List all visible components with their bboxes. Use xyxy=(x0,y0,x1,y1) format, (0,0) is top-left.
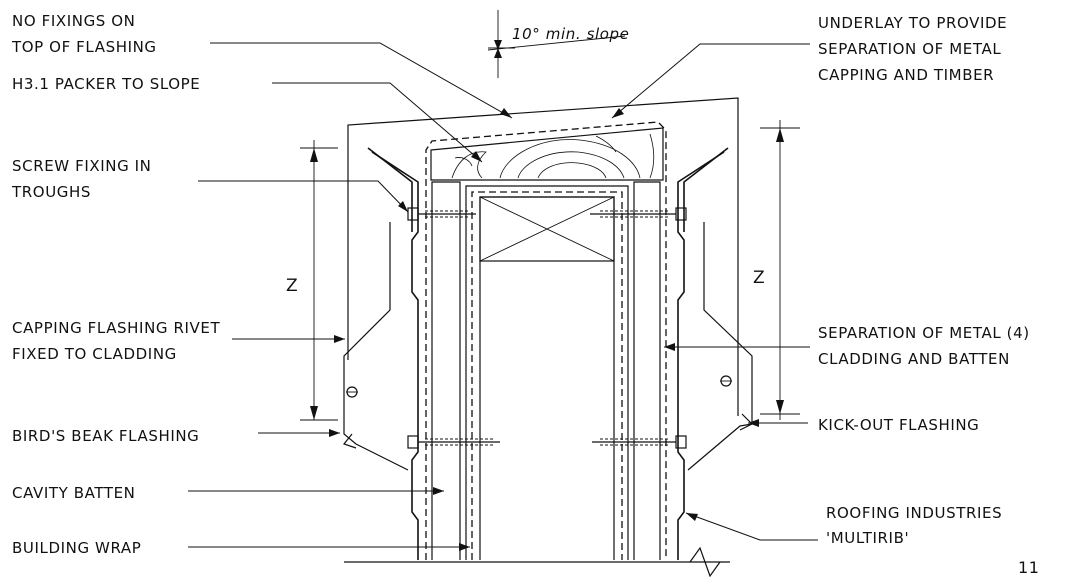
label-no-fixings-line2: TOP OF FLASHING xyxy=(11,38,157,56)
label-roofing-line2: 'MULTIRIB' xyxy=(826,529,909,547)
label-building-wrap: BUILDING WRAP xyxy=(12,539,141,557)
label-underlay-line1: UNDERLAY TO PROVIDE xyxy=(818,14,1007,32)
screw-bottom-left xyxy=(407,435,500,449)
screw-bottom-right xyxy=(592,435,687,449)
leader-packer xyxy=(272,82,483,163)
label-separation-line1: SEPARATION OF METAL (4) xyxy=(818,324,1030,342)
label-packer: H3.1 PACKER TO SLOPE xyxy=(12,75,200,93)
label-no-fixings-line1: NO FIXINGS ON xyxy=(12,12,136,30)
dimension-line-right xyxy=(760,120,800,420)
label-screw-line1: SCREW FIXING IN xyxy=(12,157,152,175)
leader-roofing xyxy=(685,512,818,541)
leader-no-fixings xyxy=(210,42,513,119)
label-capping-line2: FIXED TO CLADDING xyxy=(12,345,177,363)
label-roofing-line1: ROOFING INDUSTRIES xyxy=(826,504,1002,522)
dimension-z-left: Z xyxy=(286,276,298,296)
label-birds-beak: BIRD'S BEAK FLASHING xyxy=(12,427,199,445)
leader-underlay xyxy=(611,43,810,119)
screw-top-right xyxy=(590,207,687,221)
label-slope: 10° min. slope xyxy=(512,25,630,43)
screw-top-left xyxy=(407,207,476,221)
label-kickout: KICK-OUT FLASHING xyxy=(818,416,979,434)
leader-screw xyxy=(198,180,409,213)
leader-cavity-batten xyxy=(188,487,444,495)
leader-kickout xyxy=(748,419,808,427)
label-capping-line1: CAPPING FLASHING RIVET xyxy=(12,319,220,337)
label-underlay-line2: SEPARATION OF METAL xyxy=(818,40,1001,58)
dimension-z-right: Z xyxy=(753,268,765,288)
dimension-line-left xyxy=(300,140,338,421)
leader-separation xyxy=(664,343,810,351)
label-underlay-line3: CAPPING AND TIMBER xyxy=(818,66,994,84)
slope-indicator xyxy=(487,10,626,78)
figure-number: 11 xyxy=(1018,558,1040,577)
cladding-structure xyxy=(342,97,754,578)
label-screw-line2: TROUGHS xyxy=(11,183,91,201)
label-cavity-batten: CAVITY BATTEN xyxy=(12,484,136,502)
leader-birds-beak xyxy=(258,429,340,437)
leader-capping xyxy=(232,335,345,343)
leader-building-wrap xyxy=(188,543,470,551)
label-separation-line2: CLADDING AND BATTEN xyxy=(818,350,1010,368)
